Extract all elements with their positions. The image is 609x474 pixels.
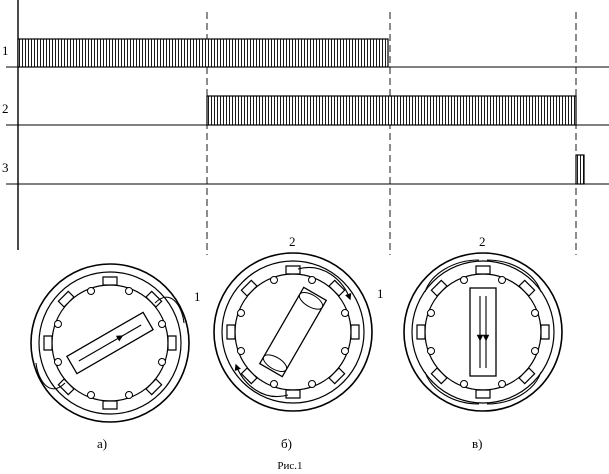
conductor-dot — [125, 287, 133, 295]
conductor-dot — [460, 276, 468, 284]
pole-shoe — [57, 378, 75, 396]
conductor-dot — [125, 391, 133, 399]
winding-2-bottom-right — [486, 371, 542, 405]
pole-shoe — [475, 265, 491, 275]
conductor-dot — [158, 358, 166, 366]
conductor-dot — [87, 391, 95, 399]
conductor-dot — [237, 347, 245, 355]
pole-shoe — [285, 265, 301, 275]
conductor-dot — [308, 380, 316, 388]
panel-label-c: в) — [472, 436, 482, 451]
conductor-dot — [270, 276, 278, 284]
motor-b: 2 1 б) — [213, 234, 384, 451]
conductor-dot — [270, 380, 278, 388]
stator-outer-ring — [30, 263, 190, 423]
stator-inner-ring — [411, 260, 555, 404]
pole-shoe — [430, 279, 448, 297]
coil-label-1: 1 — [194, 289, 201, 304]
motor-a: 1 а) — [30, 263, 201, 451]
pole-shoe — [518, 367, 536, 385]
winding-2-lower — [234, 363, 289, 397]
panel-label-b: б) — [281, 436, 292, 451]
pole-shoe — [416, 324, 426, 340]
coil-label-1: 1 — [377, 286, 384, 301]
stator-outer-ring — [213, 252, 373, 412]
pole-shoe — [43, 335, 53, 351]
pole-shoe — [475, 389, 491, 399]
timing-diagram: 1 2 3 — [2, 0, 609, 255]
panel-label-a: а) — [97, 436, 107, 451]
row-label-3: 3 — [2, 160, 9, 175]
conductor-dot — [87, 287, 95, 295]
conductor-dot — [427, 309, 435, 317]
winding-2-right — [486, 259, 542, 293]
conductor-dot — [54, 320, 62, 328]
pole-shoe — [240, 367, 258, 385]
winding-1-upper — [154, 296, 185, 324]
winding-1-lower — [35, 362, 66, 390]
pole-shoe — [145, 290, 163, 308]
motor-c: 2 в) — [403, 234, 563, 451]
rotor — [66, 311, 154, 375]
pole-shoe — [102, 400, 118, 410]
rotor — [469, 287, 497, 377]
pole-shoe — [226, 324, 236, 340]
pole-shoe — [430, 367, 448, 385]
conductor-dot — [341, 347, 349, 355]
conductor-dot — [158, 320, 166, 328]
conductor-dot — [427, 347, 435, 355]
pole-shoe — [285, 389, 301, 399]
pole-shoe — [102, 276, 118, 286]
conductor-dot — [531, 347, 539, 355]
conductor-dot — [54, 358, 62, 366]
conductor-dot — [237, 309, 245, 317]
winding-2-upper — [297, 267, 352, 301]
pulse-1 — [17, 38, 389, 68]
figure-caption: Рис.1 — [277, 460, 302, 472]
pole-shoe — [240, 279, 258, 297]
pole-shoe — [350, 324, 360, 340]
pole-shoe — [57, 290, 75, 308]
pole-shoe — [328, 367, 346, 385]
pole-shoe — [540, 324, 550, 340]
winding-2-left — [424, 259, 480, 293]
row-label-2: 2 — [2, 101, 9, 116]
row-label-1: 1 — [2, 43, 9, 58]
conductor-dot — [308, 276, 316, 284]
conductor-dot — [498, 276, 506, 284]
pulse-3 — [575, 154, 585, 185]
stator-inner-ring — [221, 260, 365, 404]
stator-outer-ring — [403, 252, 563, 412]
pulse-2 — [206, 95, 577, 126]
winding-2-bottom-left — [424, 371, 480, 405]
coil-label-2: 2 — [479, 234, 486, 249]
conductor-dot — [341, 309, 349, 317]
conductor-dot — [498, 380, 506, 388]
coil-label-2: 2 — [289, 234, 296, 249]
stator-inner-ring — [38, 271, 182, 415]
conductor-dot — [460, 380, 468, 388]
pole-shoe — [328, 279, 346, 297]
rotor — [258, 286, 328, 378]
pole-shoe — [518, 279, 536, 297]
conductor-dot — [531, 309, 539, 317]
pole-shoe — [167, 335, 177, 351]
pole-shoe — [145, 378, 163, 396]
